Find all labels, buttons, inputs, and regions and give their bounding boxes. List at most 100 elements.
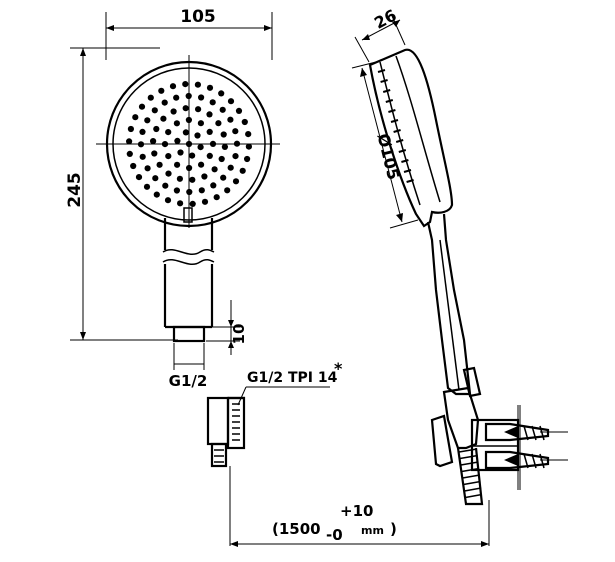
wall-screw-lower <box>484 450 568 470</box>
face-tick <box>401 159 409 163</box>
nozzle-hole <box>147 94 154 101</box>
hose-length-prefix: (1500 <box>272 520 321 538</box>
nozzle-hole <box>206 128 213 135</box>
nozzle-hole <box>198 161 205 168</box>
hose-ribs <box>458 448 483 499</box>
nozzle-hole <box>194 81 201 88</box>
hose-length-dimension: +10 (1500 -0 mm ) <box>229 466 490 547</box>
nozzle-hole <box>173 187 180 194</box>
nozzle-hole <box>194 132 201 139</box>
nozzle-hole <box>139 128 146 135</box>
hose-thread-note: * <box>334 359 343 378</box>
nozzle-hole <box>195 106 202 113</box>
nozzle-hole <box>206 152 213 159</box>
nozzle-hole <box>211 166 218 173</box>
face-tick <box>380 79 388 83</box>
thickness-label: 26 <box>371 6 400 33</box>
face-tick <box>395 139 404 143</box>
diameter-label: Ø105 <box>373 132 403 182</box>
nozzle-hole <box>173 94 180 101</box>
nozzle-hole <box>245 143 252 150</box>
handle-thread-label: G1/2 <box>169 372 208 390</box>
nozzle-hole <box>221 143 228 150</box>
nozzle-hole <box>218 90 225 97</box>
nozzle-hole <box>218 155 225 163</box>
shower-head-front <box>96 55 280 228</box>
nozzle-hole <box>165 170 172 177</box>
nozzle-hole <box>186 188 193 196</box>
nozzle-hole <box>241 118 248 126</box>
nozzle-hole <box>174 161 181 168</box>
nozzle-hole <box>206 84 214 91</box>
nozzle-hole <box>153 191 160 198</box>
connector-height-label: 10 <box>230 324 248 345</box>
nozzle-hole <box>156 161 163 168</box>
nozzle-hole <box>169 83 177 90</box>
nozzle-hole <box>239 167 246 174</box>
nozzle-hole <box>232 178 240 185</box>
nozzle-hole <box>182 81 189 88</box>
face-tick <box>388 109 396 113</box>
nozzle-hole <box>189 200 196 207</box>
hose-rib <box>458 448 478 453</box>
nozzle-hole <box>144 165 151 172</box>
nozzle-hole <box>219 106 226 113</box>
nozzle-hole <box>158 87 165 94</box>
nozzle-hole <box>220 174 227 181</box>
nozzle-hole <box>137 141 145 148</box>
hose-rib <box>465 493 483 499</box>
nozzle-hole <box>164 197 172 204</box>
nozzle-hole <box>126 138 133 145</box>
nozzle-hole <box>227 98 235 105</box>
nozzle-hole <box>177 200 184 207</box>
hose-rib <box>460 461 479 466</box>
wall-screw-upper <box>484 422 568 442</box>
width-dimension: 105 <box>105 7 273 60</box>
nozzle-hole <box>150 138 157 145</box>
nozzle-hole <box>189 176 196 183</box>
face-tick <box>385 99 394 103</box>
face-tick <box>403 169 412 173</box>
nozzle-hole <box>210 182 217 189</box>
nozzle-hole <box>185 92 192 100</box>
nozzle-hole <box>197 144 204 151</box>
hose-thread-label: G1/2 TPI 14 <box>247 370 338 386</box>
hose-rib <box>464 487 482 492</box>
nozzle-hole <box>165 129 172 136</box>
height-dimension: 245 <box>65 47 178 341</box>
nozzle-hole <box>165 153 172 160</box>
nozzle-hole <box>135 174 143 181</box>
nozzle-hole <box>189 152 196 159</box>
nozzle-hole <box>182 129 189 136</box>
nozzle-hole <box>126 150 133 157</box>
face-tick <box>390 119 399 123</box>
nozzle-hole <box>186 164 193 172</box>
nozzle-hole <box>127 125 134 133</box>
nozzle-hole <box>209 99 216 106</box>
nozzle-hole <box>235 107 243 114</box>
nozzle-hole <box>209 140 217 147</box>
nozzle-hole <box>153 125 160 133</box>
head-face-ticks <box>377 69 414 183</box>
nozzle-hole <box>185 140 193 148</box>
nozzle-hole <box>161 141 169 148</box>
face-tick <box>406 179 414 183</box>
hose-tolerance-plus: +10 <box>340 502 373 520</box>
hose-unit: mm <box>361 524 384 537</box>
width-label: 105 <box>180 7 216 27</box>
hose-tolerance-minus: -0 <box>326 526 343 544</box>
nozzle-hole <box>152 175 159 182</box>
side-view: 26 Ø105 <box>351 6 568 506</box>
nozzle-hole <box>232 153 239 160</box>
nozzle-hole <box>224 187 231 194</box>
hose-length-suffix: ) <box>390 520 397 538</box>
nozzle-hole <box>139 153 146 160</box>
nozzle-hole <box>144 117 151 124</box>
nozzle-hole <box>143 183 151 190</box>
nozzle-hole <box>201 173 208 180</box>
nozzle-hole <box>132 114 139 121</box>
nozzle-hole <box>227 164 234 171</box>
nozzle-hole <box>182 105 189 112</box>
nozzle-hole <box>197 120 204 127</box>
